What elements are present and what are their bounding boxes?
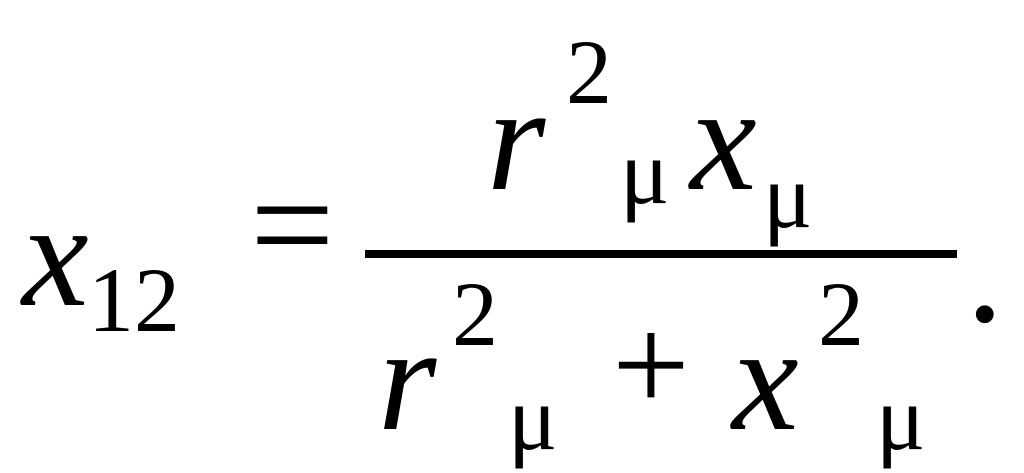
numerator-x-subscript: μ bbox=[763, 145, 813, 247]
denominator-x-superscript: 2 bbox=[818, 263, 864, 365]
denominator-r-subscript: μ bbox=[508, 367, 558, 469]
denominator-r: r bbox=[378, 296, 437, 462]
numerator-x: x bbox=[690, 56, 757, 222]
denominator-x: x bbox=[732, 296, 799, 462]
plus-operator: + bbox=[612, 288, 690, 441]
numerator-r-superscript: 2 bbox=[566, 21, 612, 123]
numerator-r: r bbox=[487, 56, 546, 222]
numerator-r-subscript: μ bbox=[620, 121, 670, 223]
terminating-period: . bbox=[966, 188, 1004, 354]
fraction-bar bbox=[365, 250, 957, 258]
denominator-x-subscript: μ bbox=[876, 367, 926, 469]
lhs-subscript: 12 bbox=[88, 249, 180, 351]
equals-sign: = bbox=[250, 142, 335, 308]
lhs-variable: x bbox=[22, 172, 89, 338]
denominator-r-superscript: 2 bbox=[452, 263, 498, 365]
